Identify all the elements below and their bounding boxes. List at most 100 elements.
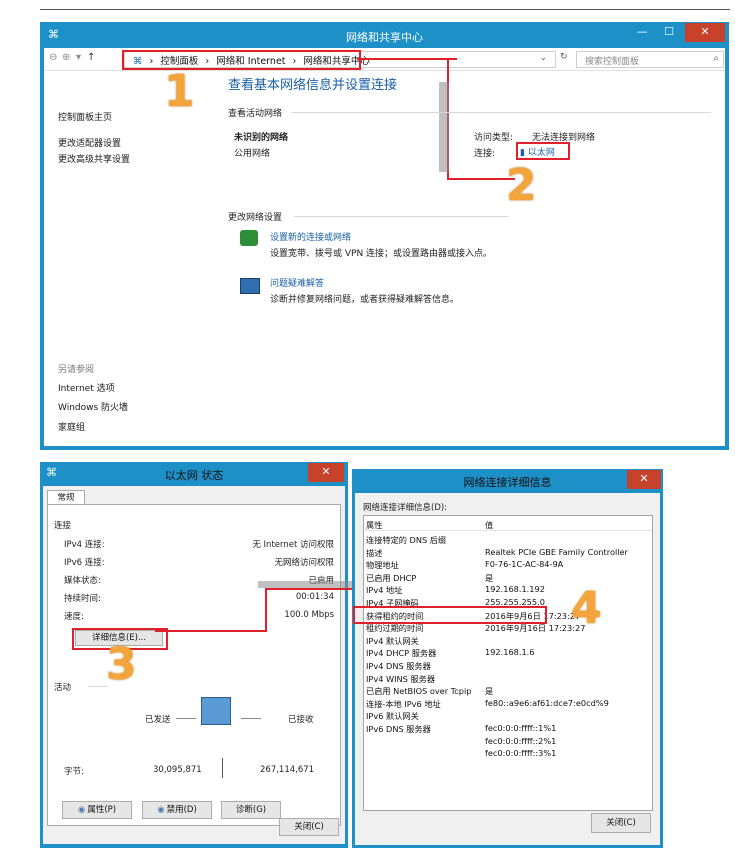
detail-row-value[interactable]: 是 — [485, 572, 494, 583]
step3-connector — [155, 630, 267, 632]
forward-icon[interactable]: ⊕ — [62, 52, 71, 63]
detail-row-property[interactable]: IPv4 DNS 服务器 — [366, 661, 431, 671]
detail-row-property[interactable]: 连接特定的 DNS 后缀 — [366, 535, 447, 545]
properties-button[interactable]: ◉属性(P) — [62, 801, 132, 819]
access-type-value: 无法连接到网络 — [532, 133, 596, 143]
chevron-down-icon[interactable]: ▾ — [76, 52, 82, 63]
detail-row-property[interactable]: IPv6 默认网关 — [366, 711, 419, 722]
search-input[interactable]: 搜索控制面板 ⌕ — [576, 51, 724, 68]
status-row-value: 100.0 Mbps — [284, 610, 334, 620]
detail-row-value[interactable]: fec0:0:0:ffff::2%1 — [485, 735, 557, 746]
status-row-value: 无网络访问权限 — [274, 558, 334, 568]
detail-row-value[interactable]: 192.168.1.192 — [485, 584, 545, 595]
troubleshoot-desc: 诊断并修复网络问题，或者获得疑难解答信息。 — [270, 295, 460, 305]
minimize-button[interactable]: — — [636, 25, 648, 38]
received-label: 已接收 — [288, 715, 314, 725]
detail-row-property[interactable]: IPv4 DHCP 服务器 — [366, 648, 437, 659]
troubleshoot-link[interactable]: 问题疑难解答 — [270, 279, 325, 289]
maximize-button[interactable]: ☐ — [664, 25, 674, 38]
details-close-button[interactable]: 关闭(C) — [591, 813, 651, 833]
network-computers-icon — [201, 697, 231, 725]
setup-connection-link[interactable]: 设置新的连接或网络 — [270, 233, 352, 243]
network-type: 公用网络 — [234, 149, 271, 159]
breadcrumb-sharing-center[interactable]: 网络和共享中心 — [303, 56, 370, 67]
detail-row-value[interactable]: 2016年9月6日 17:23:27 — [485, 610, 581, 621]
step-number-4: 4 — [571, 583, 602, 634]
nav-windows-firewall[interactable]: Windows 防火墙 — [58, 403, 129, 413]
detail-row-property[interactable]: 物理地址 — [366, 560, 399, 571]
title-bar[interactable]: ⌘ 网络和共享中心 — ☐ ✕ — [40, 22, 729, 48]
refresh-icon[interactable]: ↻ — [560, 52, 568, 62]
ethernet-icon: ▮ — [520, 148, 525, 158]
detail-row-value[interactable]: fec0:0:0:ffff::1%1 — [485, 723, 557, 733]
detail-row-property[interactable]: 描述 — [366, 547, 383, 558]
bytes-received: 267,114,671 — [260, 765, 315, 775]
details-close-icon[interactable]: ✕ — [627, 470, 661, 489]
nav-change-adapter-settings[interactable]: 更改适配器设置 — [58, 139, 122, 149]
column-header-property[interactable]: 属性 — [366, 520, 383, 530]
up-icon[interactable]: ↑ — [87, 52, 96, 63]
detail-row-property[interactable]: 租约过期的时间 — [366, 623, 424, 634]
details-button[interactable]: 详细信息(E)... — [75, 630, 163, 646]
status-close-button[interactable]: 关闭(C) — [279, 818, 339, 836]
sent-label: 已发送 — [145, 715, 171, 725]
connection-section-label: 连接 — [54, 521, 72, 531]
detail-row-property[interactable]: 已启用 NetBIOS over Tcpip — [366, 686, 472, 697]
details-dialog-title-bar[interactable]: 网络连接详细信息 ✕ — [352, 469, 663, 491]
back-icon[interactable]: ⊖ — [49, 52, 58, 63]
status-dialog-client: 常规 连接 IPv4 连接: 无 Internet 访问权限 IPv6 连接: … — [43, 486, 345, 844]
setup-connection-desc: 设置宽带、拨号或 VPN 连接；或设置路由器或接入点。 — [270, 249, 493, 259]
detail-row-property[interactable]: 已启用 DHCP — [366, 572, 417, 583]
status-dialog-title-bar[interactable]: ⌘ 以太网 状态 ✕ — [40, 462, 348, 484]
status-row-label: IPv4 连接: — [64, 540, 105, 550]
breadcrumb-network-internet[interactable]: 网络和 Internet — [216, 56, 286, 67]
disable-button[interactable]: ◉禁用(D) — [142, 801, 212, 819]
close-button[interactable]: ✕ — [685, 23, 725, 42]
details-listview[interactable]: 属性 值 连接特定的 DNS 后缀描述 Realtek PCIe GBE Fami… — [363, 515, 653, 811]
detail-row-value[interactable]: 255.255.255.0 — [485, 597, 545, 607]
nav-internet-options[interactable]: Internet 选项 — [58, 384, 115, 394]
detail-row-property[interactable]: IPv4 地址 — [366, 585, 403, 596]
shield-icon: ◉ — [77, 805, 86, 815]
network-name: 未识别的网络 — [234, 133, 289, 143]
nav-control-panel-home[interactable]: 控制面板主页 — [58, 113, 113, 123]
detail-row-value[interactable]: F0-76-1C-AC-84-9A — [485, 559, 564, 570]
detail-row-property[interactable]: IPv4 WINS 服务器 — [366, 673, 436, 684]
troubleshoot-icon — [240, 278, 260, 294]
detail-row-value[interactable]: 2016年9月16日 17:23:27 — [485, 623, 586, 634]
detail-row-property[interactable]: 连接-本地 IPv6 地址 — [366, 698, 441, 709]
status-close-icon[interactable]: ✕ — [308, 463, 344, 482]
step1-connector-right — [447, 178, 515, 180]
network-icon: ⌘ — [133, 56, 143, 67]
step3-highlight — [72, 628, 168, 650]
detail-row-value[interactable]: 是 — [485, 686, 494, 697]
detail-row-property[interactable]: IPv6 DNS 服务器 — [366, 724, 431, 734]
bytes-sent: 30,095,871 — [153, 765, 202, 775]
detail-row-property[interactable]: IPv4 子网掩码 — [366, 598, 419, 608]
chevron-down-icon[interactable]: ⌄ — [539, 53, 547, 63]
step2-highlight — [516, 142, 570, 160]
step3-connector-up — [265, 588, 267, 632]
tab-general[interactable]: 常规 — [47, 490, 85, 505]
nav-homegroup[interactable]: 家庭组 — [58, 423, 86, 433]
status-row-label: 速度: — [64, 612, 84, 622]
network-icon: ⌘ — [46, 466, 57, 479]
detail-row-value[interactable]: fec0:0:0:ffff::3%1 — [485, 748, 557, 759]
detail-row-property[interactable]: IPv4 默认网关 — [366, 635, 419, 646]
search-icon[interactable]: ⌕ — [713, 53, 719, 64]
detail-row-value[interactable]: fe80::a9e6:af61:dce7:e0cd%9 — [485, 697, 609, 708]
ethernet-link[interactable]: ▮ 以太网 — [520, 148, 555, 158]
status-row-value: 无 Internet 访问权限 — [252, 540, 334, 550]
network-app-icon: ⌘ — [48, 28, 59, 41]
gray-arrow-shadow — [439, 82, 449, 172]
diagnose-button[interactable]: 诊断(G) — [221, 801, 281, 819]
breadcrumb-control-panel[interactable]: 控制面板 — [160, 56, 199, 67]
column-header-value[interactable]: 值 — [485, 520, 494, 530]
status-dialog-title: 以太网 状态 — [164, 469, 224, 482]
nav-change-advanced-sharing[interactable]: 更改高级共享设置 — [58, 155, 131, 165]
detail-row-property[interactable]: 获得租约的时间 — [366, 610, 424, 621]
detail-row-value[interactable]: Realtek PCIe GBE Family Controller — [485, 546, 628, 557]
status-row-value: 00:01:34 — [295, 592, 334, 602]
detail-row-value[interactable]: 192.168.1.6 — [485, 647, 535, 658]
activity-section-label: 活动 — [54, 683, 72, 693]
